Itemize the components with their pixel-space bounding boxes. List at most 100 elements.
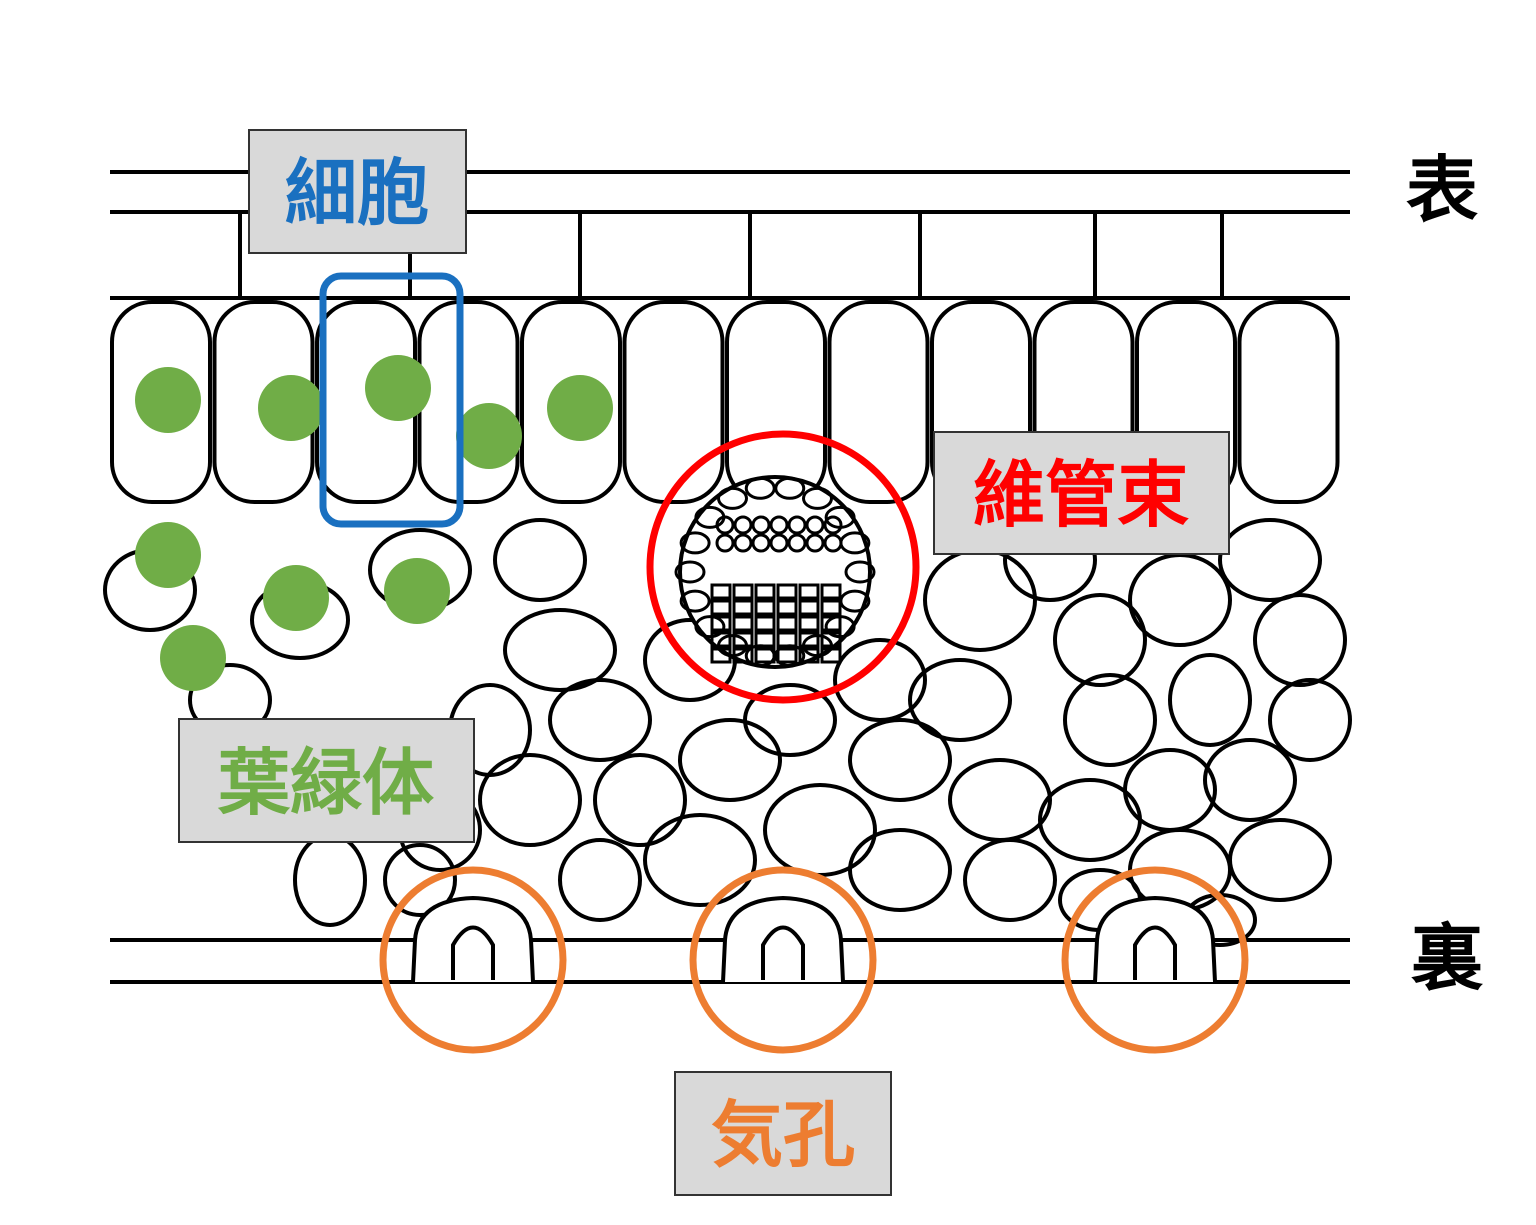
spongy-cell xyxy=(478,753,582,847)
label-stoma: 気孔 xyxy=(711,1093,855,1177)
spongy-cell xyxy=(1063,673,1157,767)
chloroplast-dot xyxy=(135,367,201,433)
stomatal-pore xyxy=(451,925,495,980)
palisade-cell xyxy=(725,300,827,504)
xylem-cell xyxy=(710,647,732,664)
phloem-cell xyxy=(805,533,825,553)
bundle-sheath-cell xyxy=(802,486,833,510)
spongy-cell xyxy=(1128,553,1232,647)
phloem-cell xyxy=(733,533,753,553)
spongy-cell xyxy=(383,843,457,917)
xylem-cell xyxy=(798,615,820,632)
spongy-cell xyxy=(763,783,877,877)
phloem-cell xyxy=(769,533,789,553)
spongy-cell xyxy=(1253,593,1347,687)
phloem-cell xyxy=(751,515,771,535)
bundle-sheath-cell xyxy=(774,476,806,500)
palisade-cell xyxy=(110,300,212,504)
bundle-sheath-cell xyxy=(679,531,711,555)
spongy-cell xyxy=(593,753,687,847)
xylem-cell xyxy=(776,631,798,648)
spongy-cell xyxy=(503,608,617,692)
label-vascular-bundle: 維管束 xyxy=(973,453,1189,537)
palisade-cell xyxy=(520,300,622,504)
bundle-sheath-cell xyxy=(679,589,711,613)
label-chloroplast: 葉緑体 xyxy=(217,741,434,825)
xylem-cell xyxy=(732,647,754,664)
stoma-highlight-circle xyxy=(689,866,877,1054)
phloem-cell xyxy=(751,533,771,553)
bundle-sheath-cell xyxy=(674,560,706,584)
xylem-cell xyxy=(776,647,798,664)
xylem-cell xyxy=(754,599,776,616)
xylem-cell xyxy=(754,583,776,600)
spongy-cell xyxy=(743,683,837,757)
xylem-cell xyxy=(710,599,732,616)
xylem-cell xyxy=(754,615,776,632)
xylem-cell xyxy=(820,583,842,600)
chloroplast-dot xyxy=(263,565,329,631)
xylem-cell xyxy=(710,631,732,648)
spongy-cell xyxy=(1268,678,1352,762)
bundle-sheath-cell xyxy=(744,476,776,500)
phloem-cell xyxy=(823,533,843,553)
label-upper-side: 表 xyxy=(1406,148,1478,232)
xylem-cell xyxy=(798,599,820,616)
xylem-cell xyxy=(798,583,820,600)
bundle-sheath-cell xyxy=(694,615,726,639)
phloem-cell xyxy=(733,515,753,535)
chloroplast-dot xyxy=(456,403,522,469)
chloroplast-dot xyxy=(384,558,450,624)
spongy-cell xyxy=(1168,653,1252,747)
spongy-cell xyxy=(558,838,642,922)
xylem-cell xyxy=(820,631,842,648)
guard-cell xyxy=(1093,895,1217,983)
spongy-cell xyxy=(493,518,587,602)
label-lower-side: 裏 xyxy=(1411,916,1484,1000)
xylem-cell xyxy=(732,631,754,648)
stomatal-pore xyxy=(761,925,805,980)
spongy-cell xyxy=(1053,593,1147,687)
phloem-cell xyxy=(823,515,843,535)
phloem-cell xyxy=(769,515,789,535)
chloroplast-dot xyxy=(365,355,431,421)
spongy-cell xyxy=(548,678,652,762)
palisade-cell xyxy=(827,300,930,504)
xylem-cell xyxy=(732,583,754,600)
xylem-cell xyxy=(798,647,820,664)
spongy-cell xyxy=(923,548,1037,652)
spongy-cell xyxy=(293,833,367,927)
palisade-cell xyxy=(1237,300,1340,504)
xylem-cell xyxy=(820,615,842,632)
label-chloroplast-box: 葉緑体 xyxy=(178,718,475,843)
spongy-cell xyxy=(848,718,952,802)
cell-highlight-box xyxy=(319,272,464,528)
xylem-cell xyxy=(820,647,842,664)
chloroplast-dot xyxy=(547,375,613,441)
xylem-cell xyxy=(776,583,798,600)
spongy-cell xyxy=(948,758,1052,842)
xylem-cell xyxy=(732,615,754,632)
xylem-cell xyxy=(798,631,820,648)
phloem-cell xyxy=(787,515,807,535)
spongy-cell xyxy=(908,658,1012,742)
xylem-cell xyxy=(710,615,732,632)
highlight-marks xyxy=(319,272,1249,1054)
chloroplast-dot xyxy=(135,522,201,588)
label-cell: 細胞 xyxy=(285,151,429,235)
guard-cell xyxy=(721,895,845,983)
xylem-cell xyxy=(710,583,732,600)
guard-cell xyxy=(411,895,535,983)
spongy-cell xyxy=(963,838,1057,922)
xylem-cell xyxy=(732,599,754,616)
stomatal-pore xyxy=(1133,925,1177,980)
stoma-highlight-circle xyxy=(379,866,567,1054)
spongy-cell xyxy=(678,718,782,802)
vascular-bundle-highlight-circle xyxy=(646,430,920,704)
xylem-cell xyxy=(754,647,776,664)
spongy-cell xyxy=(643,813,757,907)
chloroplasts xyxy=(135,355,613,691)
label-vascular-bundle-box: 維管束 xyxy=(933,431,1230,555)
